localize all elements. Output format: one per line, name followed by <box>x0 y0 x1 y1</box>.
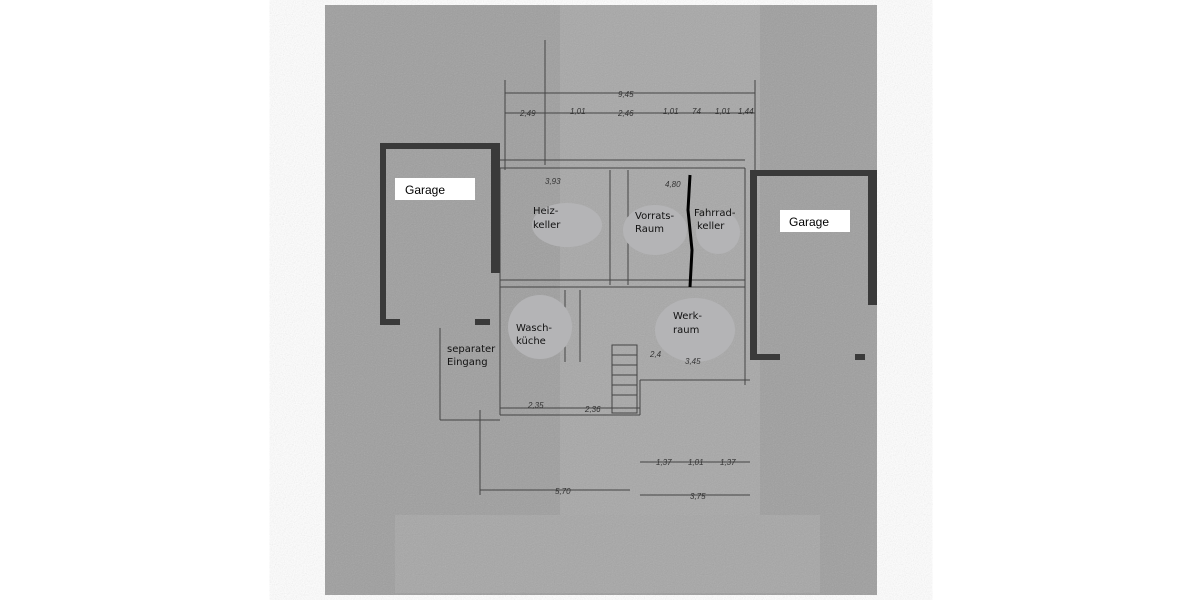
garage-left-walls <box>380 143 500 325</box>
dim-label: 74 <box>692 107 701 116</box>
garage-left-label: Garage <box>405 183 445 197</box>
dim-label: 5,70 <box>555 487 571 496</box>
scan-noise <box>325 5 877 595</box>
dim-label: 2,35 <box>527 401 544 410</box>
room-highlights <box>508 203 740 362</box>
garage-right-walls <box>750 170 877 360</box>
dim-label: 1,01 <box>715 107 731 116</box>
dim-label: 3,45 <box>685 357 701 366</box>
dimension-lines <box>439 40 756 496</box>
garage-left-label-box <box>395 178 475 200</box>
dim-label: 2,4 <box>649 350 662 359</box>
room-waschkueche-label: Wasch-küche <box>516 323 552 347</box>
dim-total-width: 9,45 <box>618 90 634 99</box>
room-werkraum-label: Werk-raum <box>673 311 702 336</box>
dim-label: 1,01 <box>663 107 679 116</box>
room-fahrradkeller-label: Fahrrad-keller <box>694 208 736 232</box>
garage-right-label: Garage <box>789 215 829 229</box>
dim-label: 1,44 <box>738 107 754 116</box>
partition-wall <box>686 174 694 288</box>
garage-right-label-box <box>780 210 850 232</box>
dim-label: 4,80 <box>665 180 681 189</box>
dim-label: 1,01 <box>688 458 704 467</box>
dim-label: 2,49 <box>519 109 536 118</box>
dim-label: 1,37 <box>720 458 736 467</box>
dim-label: 1,01 <box>570 107 586 116</box>
staircase <box>611 344 638 414</box>
dim-label: 1,37 <box>656 458 672 467</box>
dim-label: 3,75 <box>690 492 706 501</box>
room-heizkeller-label: Heiz-keller <box>533 206 561 231</box>
dim-label: 2,46 <box>617 109 634 118</box>
dim-label: 3,93 <box>545 177 561 186</box>
room-vorratsraum-label: Vorrats-Raum <box>635 211 674 235</box>
dim-label: 2,36 <box>584 405 601 414</box>
